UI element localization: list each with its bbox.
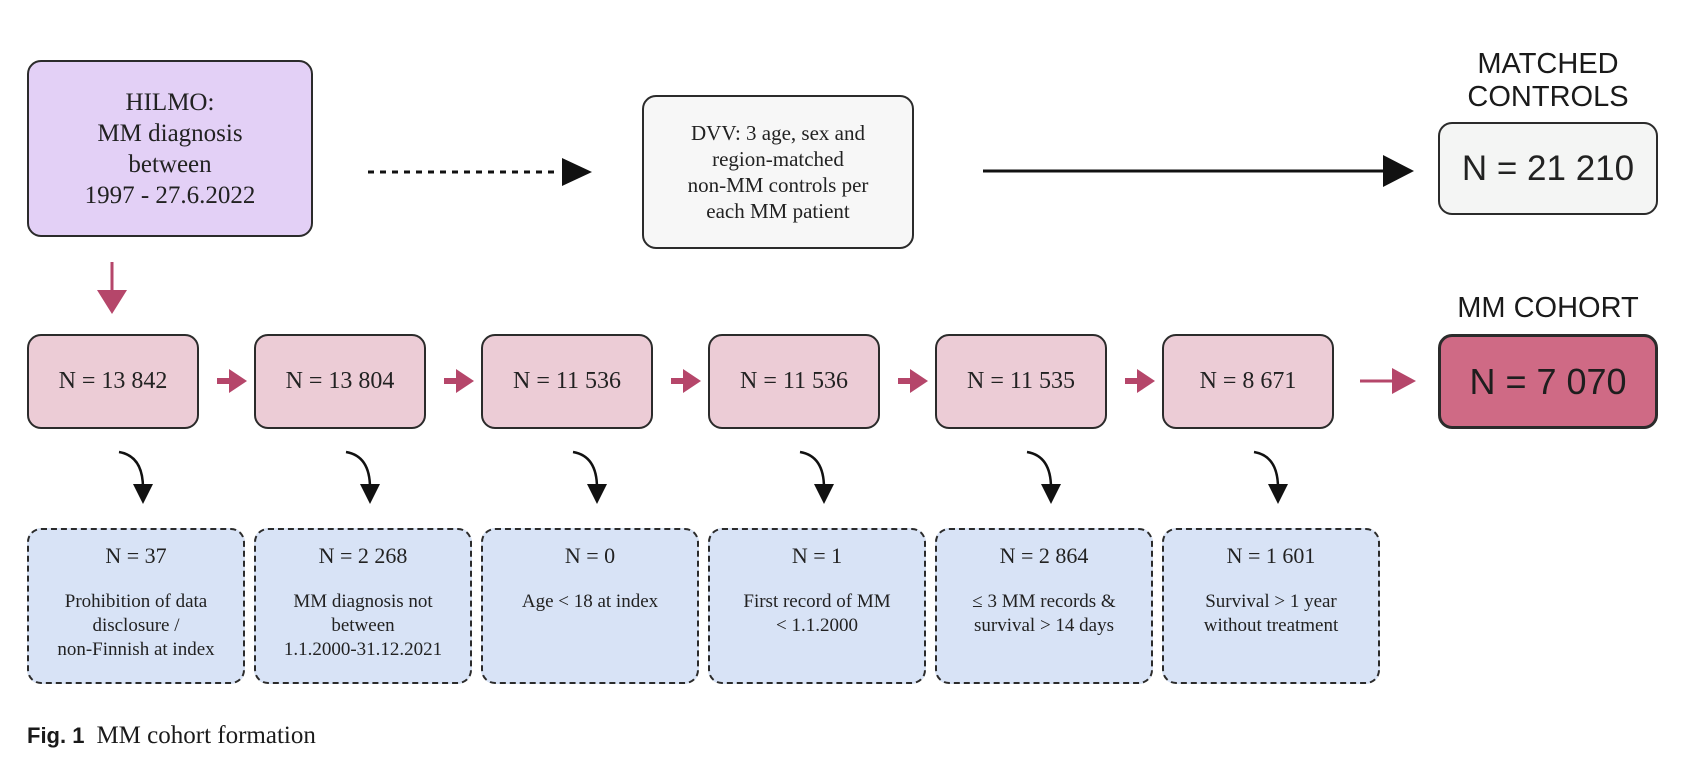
matched-controls-heading-line: CONTROLS: [1467, 81, 1629, 113]
exclusion-reason-line: between: [331, 615, 395, 636]
dvv-controls-box: DVV: 3 age, sex and region-matched non-M…: [642, 95, 914, 249]
step-box: N = 13 804: [254, 334, 426, 429]
step-box: N = 11 536: [708, 334, 880, 429]
exclusion-reason-line: First record of MM: [743, 591, 891, 612]
exclusion-count: N = 37: [105, 543, 167, 568]
exclusion-reason-line: ≤ 3 MM records &: [972, 591, 1116, 612]
step-box: N = 8 671: [1162, 334, 1334, 429]
step-count: N = 11 536: [513, 368, 621, 394]
source-line: 1997 - 27.6.2022: [84, 181, 256, 209]
exclusion-arrow: [345, 450, 380, 504]
step-arrow: [217, 369, 247, 393]
exclusion-reason-line: Survival > 1 year: [1205, 591, 1337, 612]
exclusion-box: N = 2 864 ≤ 3 MM records & survival > 14…: [935, 528, 1153, 684]
arrow-to-matched-controls: [983, 155, 1414, 187]
down-arrow-to-first-step: [97, 262, 127, 314]
exclusion-reason-line: without treatment: [1203, 615, 1339, 636]
exclusion-reason-line: Age < 18 at index: [521, 591, 659, 612]
step-arrow: [671, 369, 701, 393]
exclusion-box: N = 1 First record of MM < 1.1.2000: [708, 528, 926, 684]
figure-label: Fig. 1: [27, 723, 85, 748]
exclusion-box: N = 37 Prohibition of data disclosure / …: [27, 528, 245, 684]
step-box: N = 11 536: [481, 334, 653, 429]
exclusion-reason-line: 1.1.2000-31.12.2021: [283, 639, 443, 660]
step-count: N = 13 842: [58, 368, 168, 394]
hilmo-source-box: HILMO: MM diagnosis between 1997 - 27.6.…: [27, 60, 313, 237]
exclusion-arrow: [1026, 450, 1061, 504]
arrow-to-mm-cohort: [1360, 368, 1416, 394]
matched-controls-count: N = 21 210: [1461, 148, 1635, 188]
mm-cohort-heading: MM COHORT: [1457, 292, 1639, 324]
exclusion-count: N = 0: [564, 543, 616, 568]
exclusion-arrow: [572, 450, 607, 504]
exclusion-reason-line: non-Finnish at index: [57, 639, 215, 660]
exclusion-box: N = 1 601 Survival > 1 year without trea…: [1162, 528, 1380, 684]
exclusion-reason-line: disclosure /: [92, 615, 180, 636]
exclusion-arrow: [799, 450, 834, 504]
dvv-line: region-matched: [712, 147, 844, 171]
exclusion-reason-line: MM diagnosis not: [293, 591, 433, 612]
exclusion-reason-line: Prohibition of data: [64, 591, 208, 612]
exclusion-arrows: [118, 450, 1288, 504]
mm-cohort-count: N = 7 070: [1469, 360, 1627, 402]
step-box: N = 11 535: [935, 334, 1107, 429]
step-arrow: [898, 369, 928, 393]
exclusion-reason-line: < 1.1.2000: [776, 615, 858, 636]
exclusion-arrow: [1253, 450, 1288, 504]
exclusion-reason-line: survival > 14 days: [973, 615, 1114, 636]
exclusion-count: N = 1: [791, 543, 843, 568]
exclusion-arrow: [118, 450, 153, 504]
source-line: MM diagnosis: [97, 119, 243, 147]
exclusion-count: N = 2 864: [999, 543, 1089, 568]
step-count: N = 11 536: [740, 368, 848, 394]
step-count: N = 8 671: [1199, 368, 1297, 394]
step-arrows: [217, 368, 1416, 394]
exclusion-box: N = 0 Age < 18 at index: [481, 528, 699, 684]
mm-cohort-box: N = 7 070: [1438, 334, 1658, 429]
step-arrow: [444, 369, 474, 393]
figure-caption-text: MM cohort formation: [96, 722, 316, 749]
source-line: between: [128, 150, 212, 178]
matched-controls-heading-line: MATCHED: [1477, 48, 1619, 80]
dvv-line: non-MM controls per: [687, 173, 869, 197]
exclusion-count: N = 2 268: [318, 543, 408, 568]
source-line: HILMO:: [125, 88, 215, 116]
figure-caption: Fig. 1 MM cohort formation: [27, 722, 316, 750]
exclusion-count: N = 1 601: [1226, 543, 1316, 568]
step-count: N = 11 535: [967, 368, 1075, 394]
step-box: N = 13 842: [27, 334, 199, 429]
dvv-line: each MM patient: [706, 199, 850, 223]
step-arrow: [1125, 369, 1155, 393]
matched-controls-box: N = 21 210: [1438, 122, 1658, 215]
dvv-line: DVV: 3 age, sex and: [691, 121, 865, 145]
dotted-arrow-to-dvv: [368, 158, 592, 186]
exclusion-box: N = 2 268 MM diagnosis not between 1.1.2…: [254, 528, 472, 684]
step-count: N = 13 804: [285, 368, 395, 394]
matched-controls-heading: MATCHED CONTROLS: [1430, 48, 1666, 114]
